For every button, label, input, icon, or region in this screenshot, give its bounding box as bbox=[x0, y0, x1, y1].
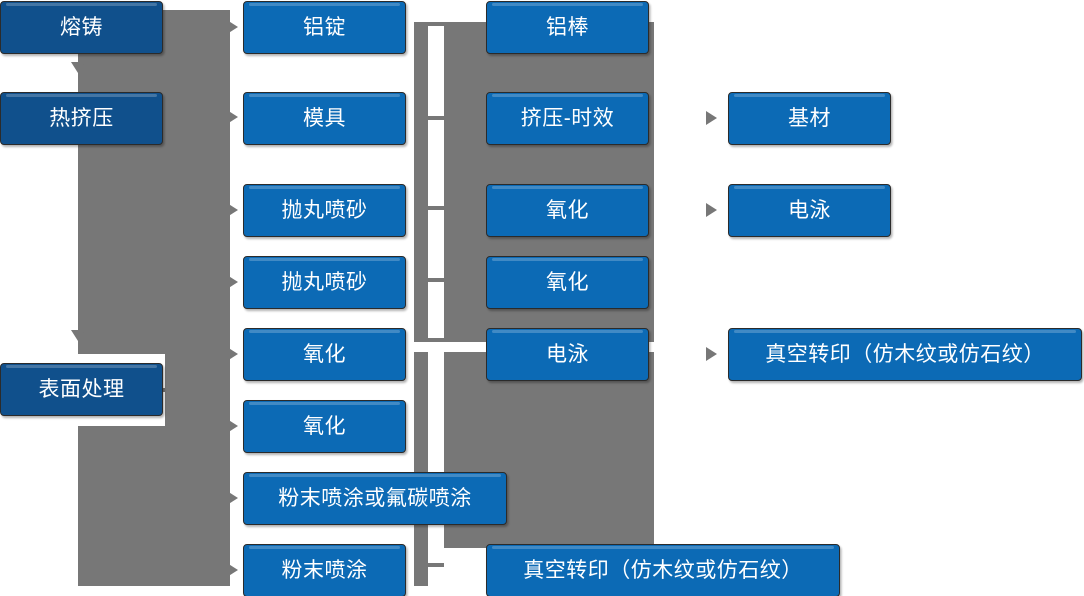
node-vacuum-transfer-right-label: 真空转印（仿木纹或仿石纹） bbox=[765, 343, 1045, 366]
node-oxidation-4-label: 氧化 bbox=[546, 271, 589, 294]
connector-rung-5 bbox=[428, 338, 444, 342]
stage-surface-treatment-label: 表面处理 bbox=[38, 378, 125, 401]
node-powder-or-pvdf-label: 粉末喷涂或氟碳喷涂 bbox=[278, 487, 472, 510]
node-extrusion-aging[interactable]: 挤压-时效 bbox=[486, 92, 649, 145]
node-base-material[interactable]: 基材 bbox=[728, 92, 891, 145]
stage-hot-extrusion-label: 热挤压 bbox=[49, 107, 114, 130]
node-oxidation-4[interactable]: 氧化 bbox=[486, 256, 649, 309]
connector-arrow-down-melt bbox=[71, 62, 85, 73]
node-highlight-cap bbox=[6, 3, 157, 6]
node-vacuum-transfer-right[interactable]: 真空转印（仿木纹或仿石纹） bbox=[728, 328, 1082, 381]
node-aluminum-bar-label: 铝棒 bbox=[546, 16, 589, 39]
connector-arrow-down-extrusion bbox=[71, 330, 85, 341]
connector-arrow-to-vacuum-transfer bbox=[706, 347, 717, 361]
stage-melt-cast[interactable]: 熔铸 bbox=[0, 1, 163, 54]
node-highlight-cap bbox=[249, 3, 400, 6]
node-oxidation-3[interactable]: 氧化 bbox=[486, 184, 649, 237]
stage-hot-extrusion[interactable]: 热挤压 bbox=[0, 92, 163, 145]
node-highlight-cap bbox=[249, 546, 400, 549]
node-highlight-cap bbox=[734, 330, 1076, 333]
connector-arrow-to-powder-coating bbox=[227, 563, 238, 577]
node-vacuum-transfer-bottom[interactable]: 真空转印（仿木纹或仿石纹） bbox=[486, 544, 840, 596]
node-shot-blast-1-label: 抛丸喷砂 bbox=[281, 199, 368, 222]
connector-rung-2 bbox=[428, 116, 444, 120]
node-highlight-cap bbox=[249, 186, 400, 189]
node-powder-or-pvdf[interactable]: 粉末喷涂或氟碳喷涂 bbox=[243, 472, 507, 525]
connector-rung-4 bbox=[428, 278, 444, 282]
node-aluminum-ingot-label: 铝锭 bbox=[303, 16, 346, 39]
connector-surface-stub bbox=[163, 388, 183, 392]
node-aluminum-ingot[interactable]: 铝锭 bbox=[243, 1, 406, 54]
node-highlight-cap bbox=[249, 258, 400, 261]
node-highlight-cap bbox=[6, 94, 157, 97]
node-highlight-cap bbox=[249, 474, 501, 477]
node-electrophoresis-2[interactable]: 电泳 bbox=[728, 184, 891, 237]
node-oxidation-2[interactable]: 氧化 bbox=[243, 400, 406, 453]
connector-arrow-to-electrophoresis-2 bbox=[706, 203, 717, 217]
connector-arrow-to-powder-or-pvdf bbox=[227, 491, 238, 505]
node-shot-blast-1[interactable]: 抛丸喷砂 bbox=[243, 184, 406, 237]
node-electrophoresis-1-label: 电泳 bbox=[546, 343, 589, 366]
node-highlight-cap bbox=[249, 330, 400, 333]
node-shot-blast-2-label: 抛丸喷砂 bbox=[281, 271, 368, 294]
node-extrusion-aging-label: 挤压-时效 bbox=[520, 107, 615, 130]
stage-melt-cast-label: 熔铸 bbox=[60, 16, 103, 39]
node-highlight-cap bbox=[492, 186, 643, 189]
connector-rail-left-lower bbox=[414, 352, 428, 586]
node-highlight-cap bbox=[249, 94, 400, 97]
connector-arrow-to-oxidation-2 bbox=[227, 419, 238, 433]
node-oxidation-3-label: 氧化 bbox=[546, 199, 589, 222]
connector-arrow-to-base-material bbox=[706, 111, 717, 125]
connector-arrow-to-shot-blast-2 bbox=[227, 275, 238, 289]
node-electrophoresis-1[interactable]: 电泳 bbox=[486, 328, 649, 381]
connector-arrow-to-shot-blast-1 bbox=[227, 203, 238, 217]
node-highlight-cap bbox=[6, 365, 157, 368]
connector-rung-6 bbox=[428, 563, 444, 567]
node-highlight-cap bbox=[492, 330, 643, 333]
node-highlight-cap bbox=[734, 186, 885, 189]
node-aluminum-bar[interactable]: 铝棒 bbox=[486, 1, 649, 54]
node-mold[interactable]: 模具 bbox=[243, 92, 406, 145]
node-mold-label: 模具 bbox=[303, 107, 346, 130]
connector-rung-3 bbox=[428, 206, 444, 210]
node-vacuum-transfer-bottom-label: 真空转印（仿木纹或仿石纹） bbox=[523, 559, 803, 582]
node-highlight-cap bbox=[249, 402, 400, 405]
node-base-material-label: 基材 bbox=[788, 107, 831, 130]
connector-arrow-to-mold bbox=[227, 110, 238, 124]
node-highlight-cap bbox=[734, 94, 885, 97]
connector-arrow-to-aluminum-ingot bbox=[227, 20, 238, 34]
node-oxidation-2-label: 氧化 bbox=[303, 415, 346, 438]
stage-surface-treatment[interactable]: 表面处理 bbox=[0, 363, 163, 416]
node-powder-coating[interactable]: 粉末喷涂 bbox=[243, 544, 406, 596]
node-highlight-cap bbox=[492, 546, 834, 549]
connector-rung-1 bbox=[428, 22, 444, 26]
node-oxidation-1[interactable]: 氧化 bbox=[243, 328, 406, 381]
node-oxidation-1-label: 氧化 bbox=[303, 343, 346, 366]
node-powder-coating-label: 粉末喷涂 bbox=[281, 559, 368, 582]
node-highlight-cap bbox=[492, 3, 643, 6]
node-highlight-cap bbox=[492, 258, 643, 261]
connector-arrow-to-oxidation-1 bbox=[227, 347, 238, 361]
node-shot-blast-2[interactable]: 抛丸喷砂 bbox=[243, 256, 406, 309]
node-highlight-cap bbox=[492, 94, 643, 97]
node-electrophoresis-2-label: 电泳 bbox=[788, 199, 831, 222]
connector-rail-left bbox=[414, 22, 428, 342]
